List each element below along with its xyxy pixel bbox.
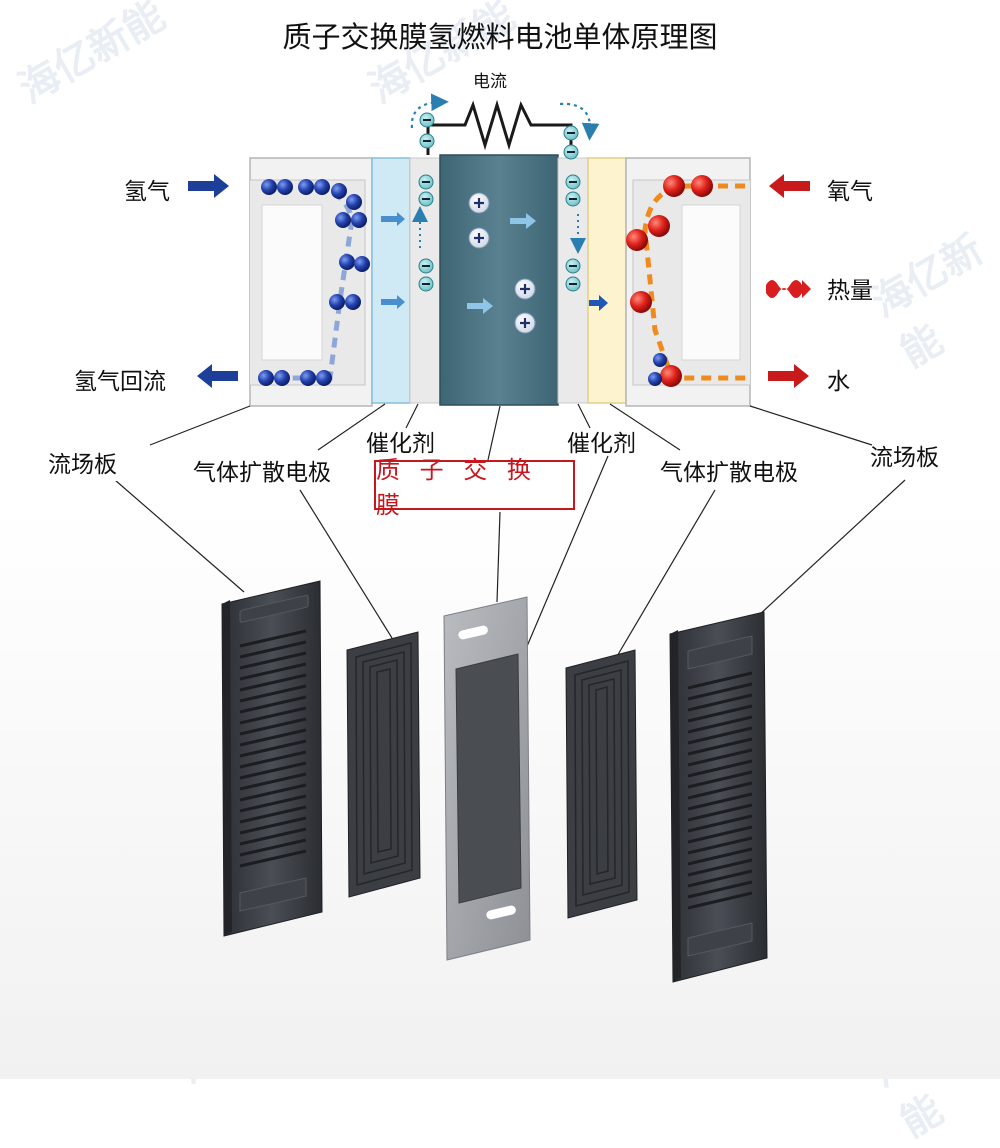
hydrogen-in-label: 氢气 bbox=[124, 179, 170, 205]
heat-wave-icon bbox=[766, 280, 811, 298]
arrow-left-icon bbox=[197, 364, 238, 388]
heat-label: 热量 bbox=[827, 278, 873, 304]
pem-label: 质 子 交 换 膜 bbox=[376, 456, 537, 519]
oxygen-flow-path bbox=[642, 183, 750, 381]
pem-core bbox=[439, 154, 559, 406]
catalyst-left-label: 催化剂 bbox=[366, 431, 435, 457]
proton-icon-group bbox=[468, 192, 536, 334]
pem-label-box: 质 子 交 换 膜 bbox=[374, 456, 575, 519]
gdl-left-label: 气体扩散电极 bbox=[193, 460, 331, 486]
flow-plate-left-label: 流场板 bbox=[42, 443, 123, 481]
oxygen-molecules bbox=[626, 175, 713, 387]
current-label: 电流 bbox=[473, 72, 507, 92]
electron-flow-right bbox=[559, 102, 600, 141]
leader-lines bbox=[114, 403, 906, 659]
catalyst-right-label: 催化剂 bbox=[567, 431, 636, 457]
right-flow-plate-schematic bbox=[625, 157, 751, 407]
gas-diffusion-layer-right-3d bbox=[565, 649, 638, 919]
gdl-right-label: 气体扩散电极 bbox=[660, 460, 798, 486]
flow-plate-right-label: 流场板 bbox=[870, 445, 939, 471]
fuel-cell-diagram-svg bbox=[0, 93, 1000, 1079]
arrow-right-icon bbox=[381, 212, 608, 314]
hydrogen-molecules bbox=[258, 179, 370, 386]
gas-diffusion-layer-left-3d bbox=[346, 631, 421, 898]
hydrogen-flow-path bbox=[262, 183, 355, 381]
oxygen-in-label: 氧气 bbox=[827, 179, 873, 205]
page-title: 质子交换膜氢燃料电池单体原理图 bbox=[282, 20, 718, 54]
flow-plate-right-3d bbox=[669, 611, 768, 983]
water-label: 水 bbox=[827, 369, 850, 395]
electron-icon-group bbox=[418, 112, 581, 292]
resistor-icon bbox=[426, 99, 573, 155]
anode-gdl bbox=[371, 157, 411, 404]
arrow-left-icon bbox=[769, 174, 810, 198]
membrane-electrode-3d bbox=[443, 596, 531, 961]
arrow-right-icon bbox=[768, 364, 809, 388]
flow-plate-left-3d bbox=[221, 580, 323, 937]
cathode-gdl bbox=[587, 157, 627, 404]
arrow-right-icon bbox=[188, 174, 229, 198]
hydrogen-return-label: 氢气回流 bbox=[74, 369, 166, 395]
